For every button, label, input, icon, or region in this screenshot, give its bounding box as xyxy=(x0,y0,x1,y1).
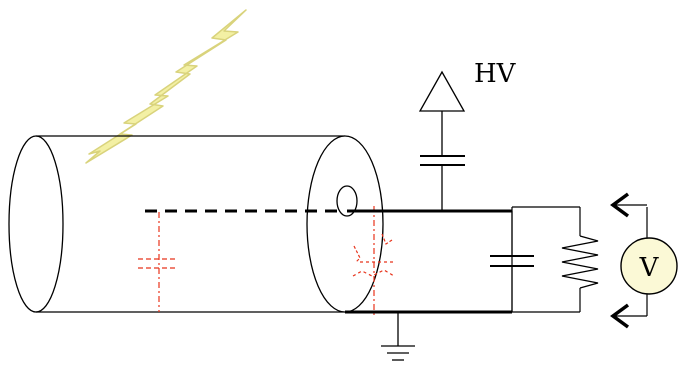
cylinder-back-face xyxy=(8,135,64,313)
hv-supply xyxy=(418,70,466,211)
capacitor-icon xyxy=(490,211,534,312)
charge-markers xyxy=(138,206,395,316)
cylinder-front-face xyxy=(306,135,384,313)
arrow-left-icon xyxy=(610,303,630,329)
ground-icon xyxy=(381,312,415,361)
arrow-left-icon xyxy=(610,192,630,218)
central-hole xyxy=(336,185,358,217)
lightning-bolt-icon xyxy=(85,9,247,164)
signal-wires xyxy=(345,206,581,314)
cylinder-detector xyxy=(8,135,384,313)
voltmeter-label: V xyxy=(639,253,660,283)
voltmeter xyxy=(610,192,678,329)
hv-triangle-icon xyxy=(418,70,466,112)
voltmeter-icon xyxy=(620,237,678,295)
hv-label: HV xyxy=(474,59,517,89)
resistor-icon xyxy=(561,235,599,289)
